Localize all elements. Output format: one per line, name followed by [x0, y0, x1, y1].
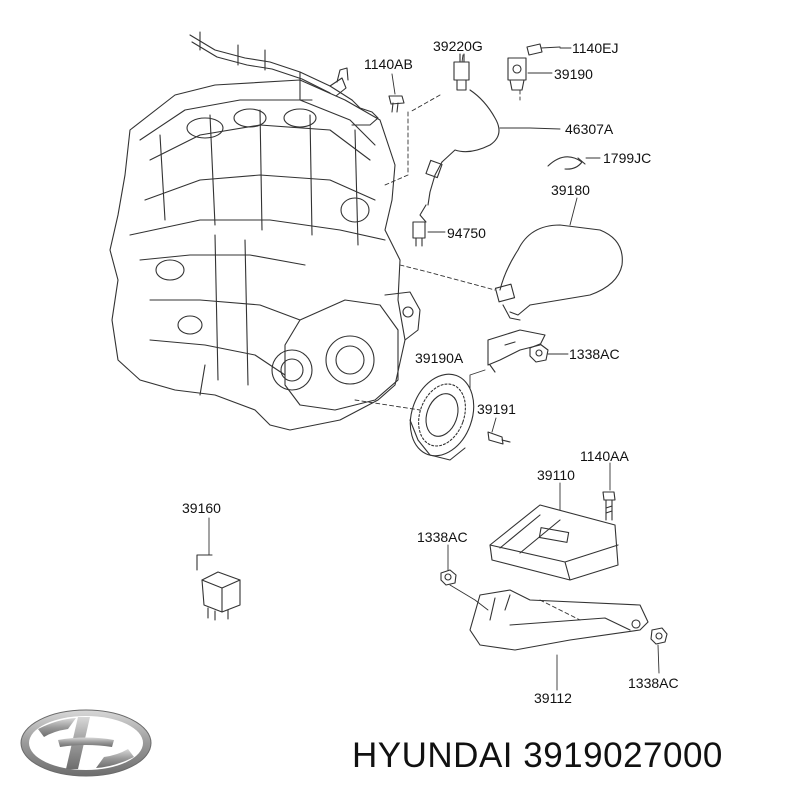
label-39110: 39110 [537, 467, 575, 483]
bolt-39191 [487, 431, 511, 445]
label-39190a: 39190A [415, 350, 464, 366]
label-39220g: 39220G [433, 38, 483, 54]
label-1338ac-upper: 1338AC [569, 346, 620, 362]
label-39191: 39191 [477, 401, 516, 417]
nut-1338ac-left [440, 569, 457, 586]
label-39160: 39160 [182, 500, 221, 516]
bracket-39112 [469, 589, 649, 651]
label-1140ab: 1140AB [364, 56, 413, 72]
target-wheel [409, 373, 475, 461]
sensor-39190 [507, 57, 527, 91]
engine-block [109, 79, 421, 431]
ecu-39110 [489, 504, 619, 581]
bolt-1140aa [602, 491, 616, 521]
label-1338ac-right: 1338AC [628, 675, 679, 691]
label-94750: 94750 [447, 225, 486, 241]
relay-39160 [196, 554, 241, 621]
label-1338ac-left: 1338AC [417, 529, 468, 545]
brand-part-number: HYUNDAI 3919027000 [352, 736, 723, 775]
label-39112: 39112 [534, 690, 572, 706]
leader-lines [208, 47, 660, 691]
clip-1799jc [547, 156, 586, 170]
cable-46307a [412, 89, 500, 247]
hyundai-logo-icon [20, 709, 152, 777]
nut-1338ac-right [650, 627, 668, 645]
label-39180: 39180 [551, 182, 590, 198]
label-46307a: 46307A [565, 121, 614, 137]
label-1140ej: 1140EJ [572, 40, 619, 56]
nut-1338ac-upper [529, 343, 549, 363]
cable-39180 [494, 224, 623, 321]
fuel-harness [189, 31, 379, 126]
guide-lines [354, 89, 581, 621]
bolt-1140ab [388, 95, 405, 113]
sensor-39220g [453, 53, 470, 91]
label-39190: 39190 [554, 66, 593, 82]
label-1140aa: 1140AA [580, 448, 629, 464]
bolt-1140ej [526, 43, 561, 56]
label-1799jc: 1799JC [603, 150, 652, 166]
